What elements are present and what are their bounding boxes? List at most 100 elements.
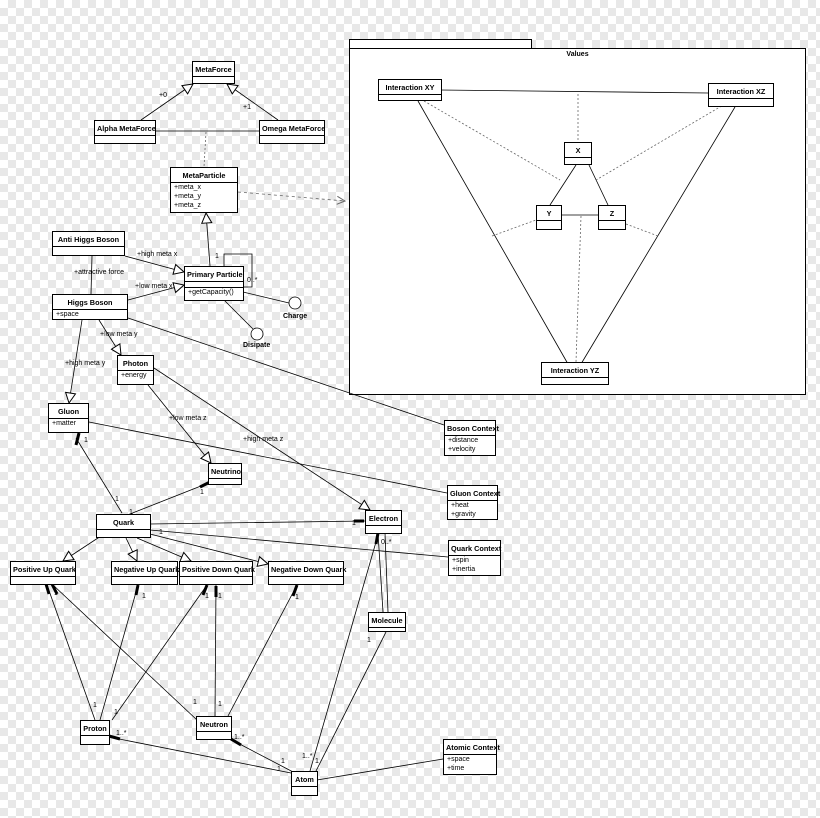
omega-to-metaforce-edge — [227, 84, 279, 121]
class-higgs-boson[interactable]: Higgs Boson +space — [52, 294, 128, 320]
attr-space: +space — [447, 756, 470, 764]
attr-meta-y: +meta_y — [174, 192, 202, 200]
class-negative-up-quark[interactable]: Negative Up Quark — [111, 561, 179, 585]
class-proton[interactable]: Proton — [80, 720, 110, 745]
higgs-to-bosoncontext-edge — [127, 317, 445, 426]
class-quark[interactable]: Quark — [96, 514, 151, 538]
class-electron[interactable]: Electron — [365, 510, 402, 534]
metaparticle-values-dependency — [237, 191, 345, 201]
class-interaction-xz[interactable]: Interaction XZ — [708, 83, 774, 107]
class-neutron[interactable]: Neutron — [196, 716, 232, 740]
class-quark-context[interactable]: Quark Context +spin +inertia — [448, 540, 501, 576]
label-attractive-force: +attractive force — [74, 269, 124, 276]
class-metaparticle[interactable]: MetaParticle +meta_x +meta_y +meta_z — [170, 167, 238, 213]
electron-molecule-edge-2 — [384, 532, 389, 613]
values-dashed-edges — [423, 94, 726, 363]
package-tab — [349, 39, 532, 49]
label-proton-1n: 1..* — [116, 730, 127, 737]
label-posdown-1b: 1 — [218, 593, 222, 600]
attr-meta-x: +meta_x — [174, 184, 202, 192]
x-y-edge — [549, 164, 577, 206]
label-posup-1: 1 — [54, 590, 58, 597]
class-interaction-xy[interactable]: Interaction XY — [378, 79, 442, 101]
electron-molecule-edge — [377, 532, 384, 613]
label-dissipate: Disipate — [243, 342, 271, 349]
antihiggs-higgs-edge — [90, 255, 93, 295]
class-z[interactable]: Z — [598, 205, 626, 230]
gluon-composition-diamond — [74, 432, 81, 446]
attr-velocity: +velocity — [448, 445, 476, 453]
proton-atom-edge — [108, 736, 292, 774]
electron-atom-edge — [309, 534, 379, 772]
class-positive-down-quark[interactable]: Positive Down Quark — [179, 561, 255, 585]
posdown-to-quark-edge — [136, 537, 191, 561]
label-neutron-1b: 1 — [218, 701, 222, 708]
label-atom-1a: 1 — [281, 758, 285, 765]
ixy-iyz-edge — [417, 100, 569, 365]
posup-neutron-edge — [52, 584, 198, 721]
alpha-to-metaforce-edge — [140, 84, 193, 121]
label-proton-1a: 1 — [93, 702, 97, 709]
label-plus1: +1 — [243, 104, 251, 111]
class-alpha-metaforce[interactable]: Alpha MetaForce — [94, 120, 156, 144]
class-y[interactable]: Y — [536, 205, 562, 230]
label-atom-1b: 1 — [277, 766, 281, 773]
primary-to-metaparticle-edge — [206, 213, 210, 267]
class-atom[interactable]: Atom — [291, 771, 318, 796]
posdown-neutron-edge — [214, 584, 217, 717]
proton-atom-diamond — [108, 734, 121, 741]
label-low-meta-z: +low meta z — [169, 415, 207, 422]
class-gluon[interactable]: Gluon +matter — [48, 403, 89, 433]
dissipate-interface-edge — [224, 300, 254, 330]
class-omega-metaforce[interactable]: Omega MetaForce — [259, 120, 325, 144]
gluon-quark-edge — [75, 437, 123, 514]
label-self-0n: 0..* — [247, 277, 258, 284]
attr-meta-z: +meta_z — [174, 201, 202, 209]
label-posdown-1a: 1 — [205, 593, 209, 600]
charge-interface — [288, 296, 302, 310]
class-neutrino[interactable]: Neutrino — [208, 463, 242, 485]
class-gluon-context[interactable]: Gluon Context +heat +gravity — [447, 485, 500, 520]
negdown-neutron-edge — [227, 584, 298, 717]
class-metaforce[interactable]: MetaForce — [192, 61, 235, 84]
photon-to-electron-edge — [153, 367, 370, 510]
label-high-meta-x: +high meta x — [137, 251, 178, 258]
label-proton-1b: 1 — [114, 709, 118, 716]
neutron-atom-diamond — [230, 737, 242, 747]
gluon-to-gluoncontext-edge — [88, 421, 448, 494]
class-atomic-context[interactable]: Atomic Context +space +time — [443, 739, 500, 775]
negup-proton-edge — [99, 584, 139, 721]
attr-energy: +energy — [121, 372, 147, 380]
attr-matter: +matter — [52, 420, 76, 428]
class-molecule[interactable]: Molecule — [368, 612, 406, 632]
class-x[interactable]: X — [564, 142, 592, 165]
quark-composition-diamonds — [44, 583, 299, 597]
package-title: Values — [566, 51, 589, 58]
op-get-capacity: +getCapacity() — [188, 289, 234, 297]
posdown-proton-edge — [111, 584, 208, 721]
label-self-1: 1 — [215, 253, 219, 260]
class-positive-up-quark[interactable]: Positive Up Quark — [10, 561, 76, 585]
negdown-to-quark-edge — [149, 533, 268, 564]
attr-inertia: +inertia — [452, 565, 476, 573]
class-primary-particle[interactable]: Primary Particle +getCapacity() — [184, 266, 244, 301]
label-low-meta-y: +low meta y — [100, 331, 138, 338]
class-boson-context[interactable]: Boson Context +distance +velocity — [444, 420, 499, 456]
ixy-ixz-edge — [439, 89, 709, 94]
class-negative-down-quark[interactable]: Negative Down Quark — [268, 561, 346, 585]
label-molecule-1: 1 — [367, 637, 371, 644]
neutrino-quark-edge — [129, 483, 207, 515]
posup-proton-edge — [46, 584, 96, 721]
higgs-to-gluon-edge — [69, 319, 83, 403]
ixz-iyz-edge — [580, 106, 736, 365]
charge-interface-edge — [242, 291, 290, 304]
class-photon[interactable]: Photon +energy — [117, 355, 154, 385]
label-gluon-1: 1 — [84, 437, 88, 444]
class-anti-higgs-boson[interactable]: Anti Higgs Boson — [52, 231, 125, 256]
label-negup-1: 1 — [142, 593, 146, 600]
class-interaction-yz[interactable]: Interaction YZ — [541, 362, 609, 385]
atom-to-atomiccontext-edge — [316, 758, 444, 781]
label-quark-1b: 1 — [129, 509, 133, 516]
attr-time: +time — [447, 764, 465, 772]
